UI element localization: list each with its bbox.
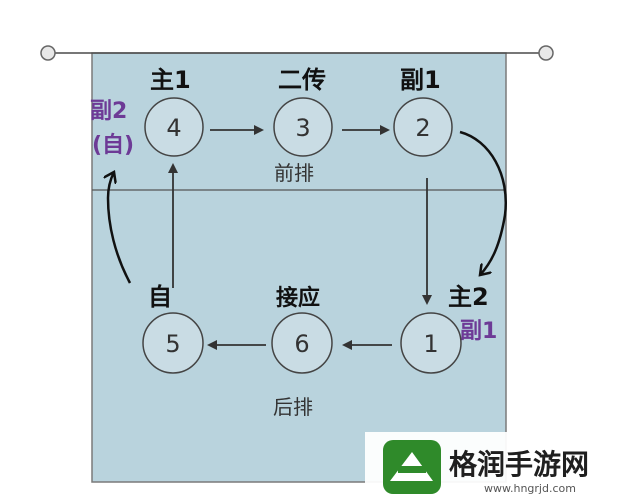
front-row-label: 前排: [274, 161, 314, 185]
role-label-pos3: 二传: [278, 66, 326, 94]
watermark-url: www.hngrjd.com: [484, 482, 576, 495]
role-label-pos5: 自: [148, 283, 172, 311]
extra-note-pos4: (自): [92, 132, 134, 158]
role-label-pos4: 主1: [150, 66, 191, 94]
position-5: 5: [142, 312, 204, 374]
position-number: 5: [165, 330, 180, 358]
back-row-label: 后排: [273, 395, 313, 419]
position-4: 4: [144, 97, 204, 157]
watermark-brand: 格润手游网: [449, 448, 589, 481]
position-3: 3: [273, 97, 333, 157]
role-label-pos1: 主2: [448, 283, 489, 311]
curved-arrow-right: [459, 130, 508, 275]
position-6: 6: [271, 312, 333, 374]
position-number: 6: [294, 330, 309, 358]
watermark-logo: [383, 440, 441, 494]
position-number: 1: [423, 330, 438, 358]
role-label-pos6: 接应: [276, 285, 320, 311]
extra-role-pos4: 副2: [90, 99, 127, 124]
position-2: 2: [393, 97, 453, 157]
position-number: 3: [295, 114, 310, 142]
role-label-pos2: 副1: [400, 66, 441, 94]
net-post-right: [538, 45, 554, 61]
position-number: 2: [415, 114, 430, 142]
position-number: 4: [166, 114, 181, 142]
curved-arrow-left: [108, 172, 132, 284]
net-post-left: [40, 45, 56, 61]
position-1: 1: [400, 312, 462, 374]
extra-role-pos1: 副1: [460, 319, 497, 344]
